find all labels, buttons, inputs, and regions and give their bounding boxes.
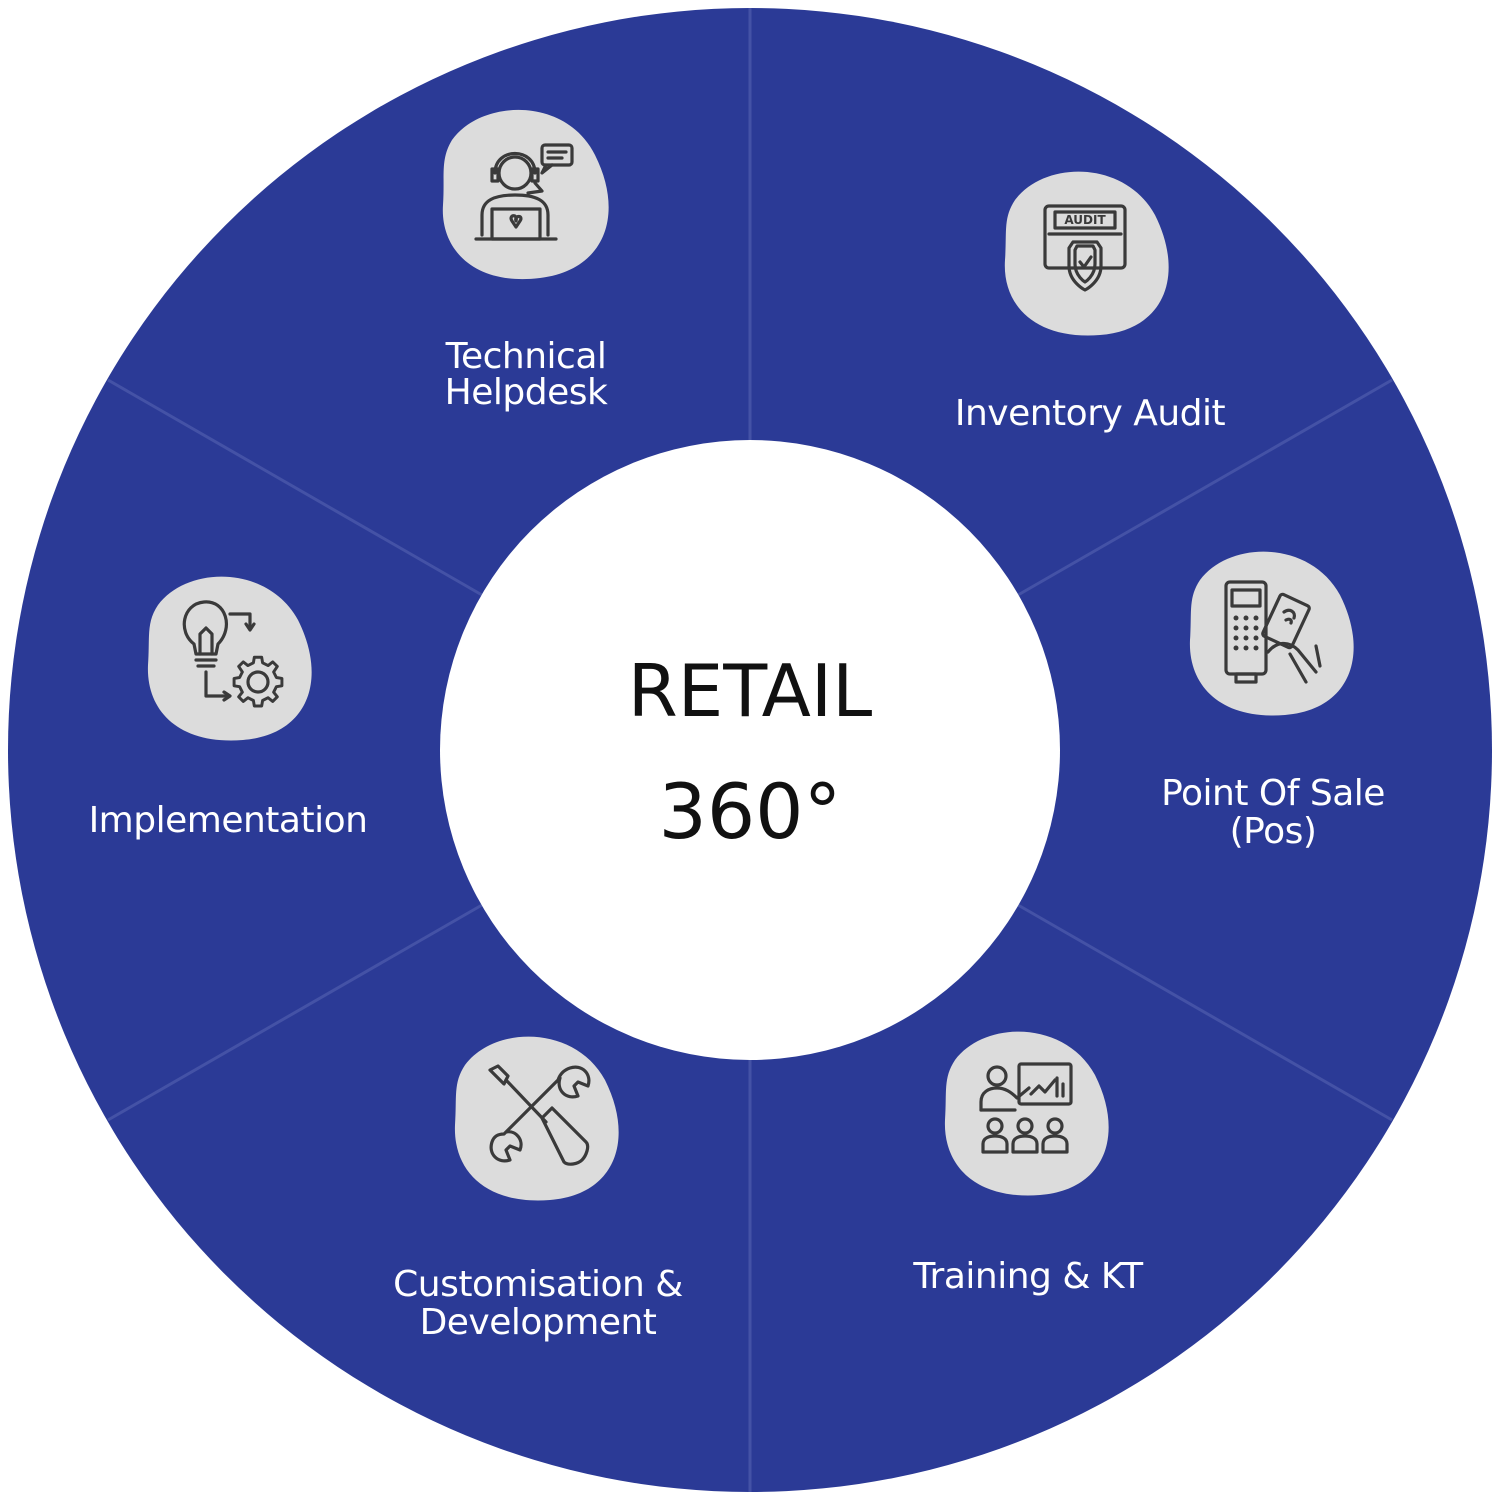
segment-point-of-sale: Point Of Sale (Pos) (1161, 551, 1385, 852)
presentation-training-icon (979, 1062, 1073, 1154)
segment-label-line-1: Training & KT (912, 1256, 1144, 1297)
divider-upper-right (1017, 378, 1393, 597)
segment-label-line-1: Technical (445, 336, 607, 377)
segment-label-line-2: (Pos) (1230, 811, 1317, 852)
icon-blob (944, 1031, 1109, 1196)
segment-label-line-1: Inventory Audit (955, 393, 1226, 434)
divider-upper-left (107, 378, 483, 597)
segment-technical-helpdesk: Technical Helpdesk (442, 109, 609, 413)
divider-lower-left (107, 903, 483, 1122)
center-circle (440, 440, 1060, 1060)
segment-label-line-1: Customisation & (393, 1264, 683, 1305)
svg-text:AUDIT: AUDIT (1064, 213, 1106, 227)
segment-implementation: Implementation (89, 576, 368, 841)
idea-gear-icon (182, 600, 284, 708)
segment-training-kt: Training & KT (912, 1031, 1145, 1297)
tools-wrench-screwdriver-icon (488, 1064, 591, 1166)
center-subtitle: 360° (658, 767, 841, 856)
helpdesk-agent-icon (474, 143, 574, 241)
audit-shield-icon: AUDIT (1043, 204, 1127, 292)
segment-label-line-1: Point Of Sale (1161, 773, 1385, 814)
segment-label-line-2: Helpdesk (445, 372, 608, 413)
segment-inventory-audit: AUDIT Inventory Audit (955, 171, 1226, 434)
segment-label-line-2: Development (420, 1302, 657, 1343)
pos-terminal-icon (1224, 580, 1322, 684)
divider-lower-right (1017, 903, 1393, 1122)
segment-customisation-development: Customisation & Development (393, 1036, 683, 1343)
segment-dividers (107, 8, 1393, 1492)
segment-label-line-1: Implementation (89, 800, 368, 841)
center-title: RETAIL (628, 649, 873, 733)
